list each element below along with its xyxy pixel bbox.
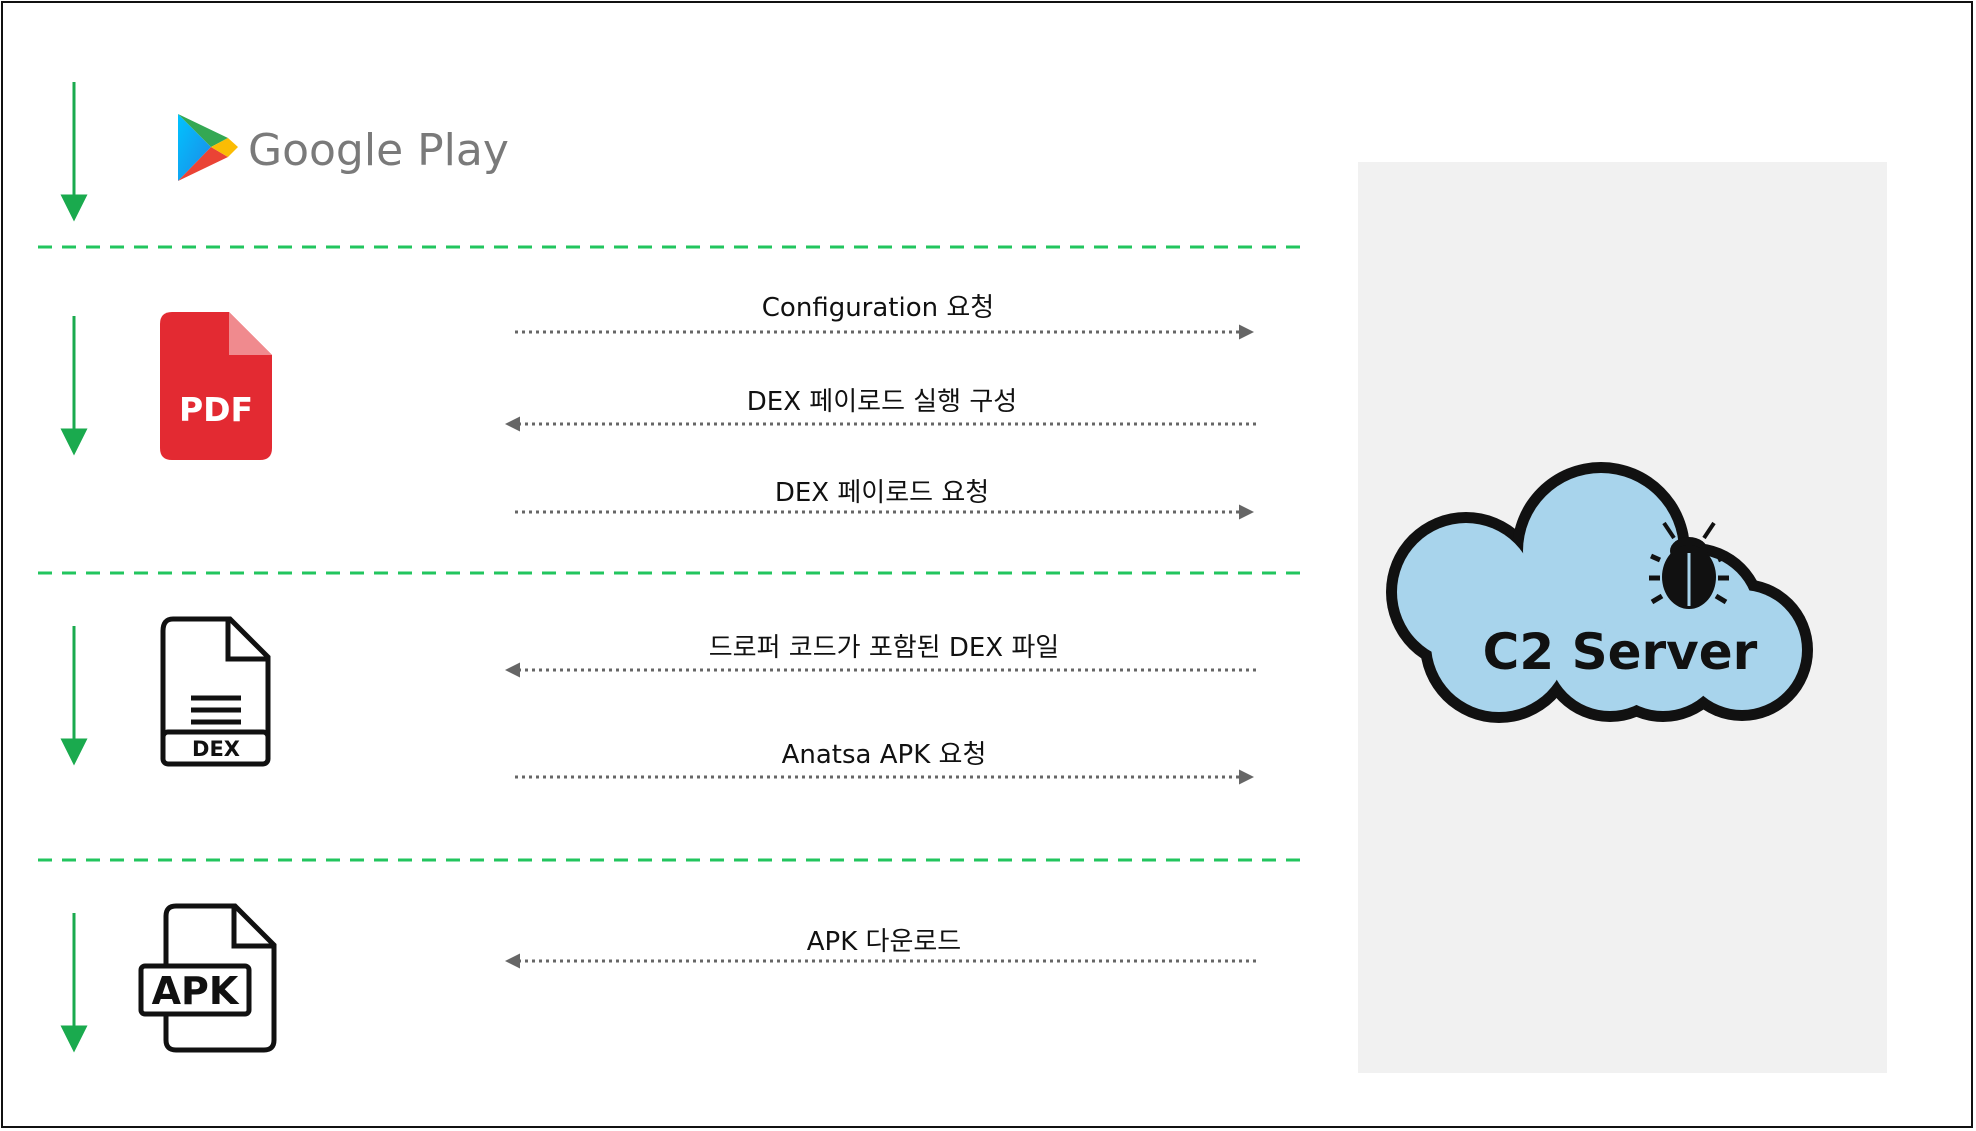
google-play-triangle-icon <box>178 114 238 181</box>
dex-icon-label: DEX <box>192 737 240 761</box>
cloud-shape <box>1386 462 1813 723</box>
google-play-label: Google Play <box>248 125 509 176</box>
pdf-file-icon: PDF <box>160 312 272 460</box>
message-list: Configuration 요청 DEX 페이로드 실행 구성 DEX 페이로드… <box>505 293 1256 969</box>
c2-server-cloud: C2 Server <box>1386 462 1813 723</box>
apk-file-icon: APK <box>138 903 277 1053</box>
google-play-logo: Google Play <box>178 114 509 181</box>
bug-icon <box>1649 521 1729 609</box>
apk-icon-label: APK <box>152 969 240 1013</box>
dex-file-icon: DEX <box>160 616 271 767</box>
message-label: Configuration 요청 <box>762 293 994 323</box>
message-label: DEX 페이로드 실행 구성 <box>747 387 1017 417</box>
message-label: Anatsa APK 요청 <box>782 740 987 770</box>
message-label: 드로퍼 코드가 포함된 DEX 파일 <box>709 633 1059 663</box>
c2-server-label: C2 Server <box>1483 623 1758 681</box>
message-label: DEX 페이로드 요청 <box>775 478 989 508</box>
pdf-icon-label: PDF <box>179 390 253 429</box>
message-label: APK 다운로드 <box>807 927 961 957</box>
